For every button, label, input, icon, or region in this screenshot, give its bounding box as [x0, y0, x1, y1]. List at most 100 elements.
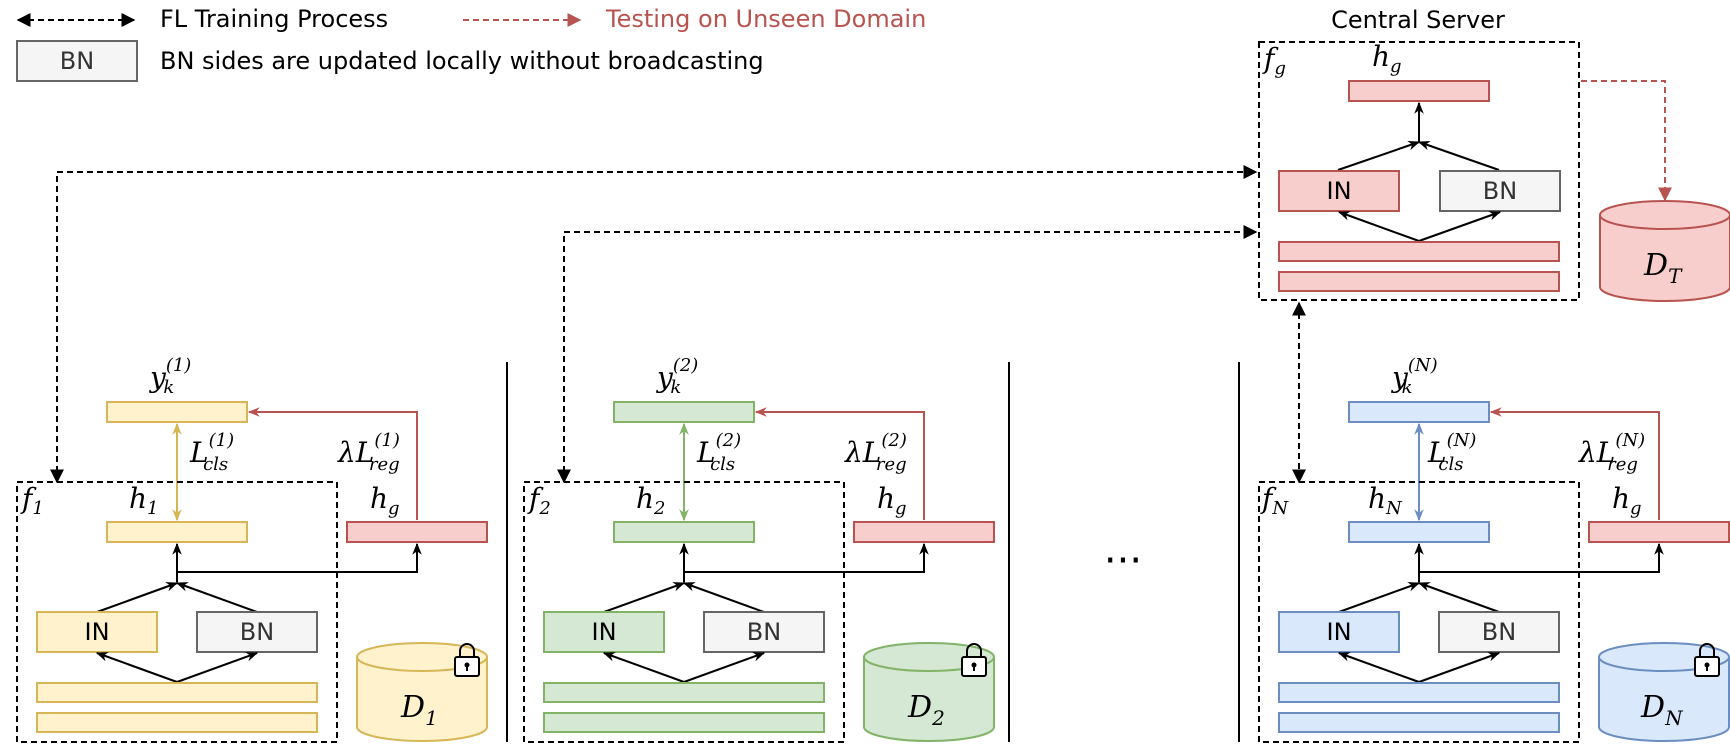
client-1-layer-1	[36, 682, 318, 703]
client-separators: ···	[506, 362, 1240, 742]
client-2-y-label: y(2)k	[655, 355, 698, 398]
client-1: y(1)k L(1)cls λL(1)reg f1 h1 hg IN BN D1	[16, 355, 488, 743]
client-2-in-box	[543, 611, 665, 653]
client-2-reg-label: λL(2)reg	[844, 430, 907, 475]
client-2-cls-label: L(2)cls	[696, 430, 741, 475]
client-n-merge-to-global-head	[1419, 542, 1664, 573]
server-title: Central Server	[1331, 6, 1505, 34]
client-n-layer-1	[1278, 682, 1560, 703]
client-1-dataset: D1	[356, 642, 488, 742]
client-n-model-box	[1258, 481, 1580, 743]
client-n-in-label: IN	[1326, 618, 1351, 646]
client-1-in-to-merge	[96, 582, 179, 613]
client-2-in-label: IN	[591, 618, 616, 646]
server-in-to-merge	[1337, 140, 1421, 171]
client-n-local-head-bar	[1348, 521, 1490, 543]
client-2-prediction-bar	[613, 401, 755, 423]
client-1-reg-label: λL(1)reg	[337, 430, 400, 475]
client-1-global-head-bar	[346, 521, 488, 543]
client-n: y(N)k L(N)cls λL(N)reg fN hN hg IN BN DN	[1258, 355, 1730, 743]
client-n-global-head-label: hg	[1612, 482, 1642, 519]
client-1-cls-label: L(1)cls	[189, 430, 234, 475]
client-n-bn-to-merge	[1417, 582, 1500, 613]
client-2-model-box	[523, 481, 845, 743]
client-2-layer-1	[543, 682, 825, 703]
client-n-bn-label: BN	[1482, 618, 1516, 646]
client-n-reg-label: λL(N)reg	[1578, 430, 1645, 475]
server-layer-1	[1278, 241, 1560, 262]
client-2-split-to-in	[602, 652, 685, 683]
client-1-split-to-in	[95, 652, 178, 683]
client-1-bn-label: BN	[240, 618, 274, 646]
client-2-bn-label: BN	[747, 618, 781, 646]
server-model-label: fg	[1262, 42, 1286, 79]
client-1-local-head-label: h1	[129, 482, 159, 519]
lock-icon	[961, 643, 987, 677]
test-arrow-to-target	[1581, 80, 1672, 202]
client-2-in-to-merge	[603, 582, 686, 613]
lock-icon	[454, 643, 480, 677]
client-n-global-head-bar	[1588, 521, 1730, 543]
client-1-local-head-bar	[106, 521, 248, 543]
legend-bn-box-label: BN	[60, 47, 94, 75]
target-dataset: DT	[1599, 200, 1730, 302]
lock-icon	[1694, 643, 1720, 677]
server-head-label: hg	[1372, 40, 1402, 77]
client-1-dataset-label: D1	[400, 690, 438, 730]
client-2-bn-to-merge	[682, 582, 765, 613]
client-1-y-label: y(1)k	[148, 355, 191, 398]
clients-ellipsis: ···	[1104, 538, 1142, 584]
fl-arrow-client-1	[50, 165, 1258, 484]
client-n-in-to-merge	[1338, 582, 1421, 613]
server-bn-label: BN	[1483, 177, 1517, 205]
central-server: Central Server fg hg IN BN DT	[1258, 6, 1730, 302]
legend-bn-box	[16, 40, 138, 82]
client-n-split-to-bn	[1418, 652, 1501, 683]
client-2-reg-arrow	[754, 407, 925, 520]
legend-test-label: Testing on Unseen Domain	[605, 5, 926, 33]
client-2-split-to-bn	[683, 652, 766, 683]
server-model-box	[1258, 41, 1580, 301]
client-2-global-head-label: hg	[877, 482, 907, 519]
client-2-local-head-label: h2	[636, 482, 666, 519]
client-1-prediction-bar	[106, 401, 248, 423]
client-2-dataset-label: D2	[907, 690, 945, 730]
client-1-in-box	[36, 611, 158, 653]
client-n-split-to-in	[1337, 652, 1420, 683]
client-2-global-head-bar	[853, 521, 995, 543]
client-1-reg-arrow	[247, 407, 418, 520]
client-n-dataset-label: DN	[1640, 690, 1684, 730]
client-1-model-box	[16, 481, 338, 743]
server-head-bar	[1348, 80, 1490, 102]
fl-training-arrows	[50, 165, 1306, 484]
client-1-bn-box	[196, 611, 318, 653]
fl-arrow-client-2	[557, 225, 1258, 484]
server-bn-box	[1439, 170, 1561, 212]
legend-bn-note: BN sides are updated locally without bro…	[160, 47, 764, 75]
client-1-bn-to-merge	[175, 582, 258, 613]
client-1-model-label: f1	[20, 482, 44, 519]
client-2: y(2)k L(2)cls λL(2)reg f2 h2 hg IN BN D2	[523, 355, 995, 743]
client-n-y-label: y(N)k	[1390, 355, 1438, 398]
client-n-model-label: fN	[1260, 482, 1289, 519]
client-1-layer-2	[36, 712, 318, 733]
client-1-split-to-bn	[176, 652, 259, 683]
client-n-in-box	[1278, 611, 1400, 653]
client-n-cls-label: L(N)cls	[1427, 430, 1476, 475]
server-bn-to-merge	[1417, 141, 1500, 171]
client-1-merge-to-global-head	[177, 542, 422, 573]
client-n-layer-2	[1278, 712, 1560, 733]
client-2-model-label: f2	[527, 482, 551, 519]
client-2-local-head-bar	[613, 521, 755, 543]
legend-fl-label: FL Training Process	[160, 5, 388, 33]
client-n-prediction-bar	[1348, 401, 1490, 423]
server-layer-2	[1278, 271, 1560, 292]
client-n-bn-box	[1438, 611, 1560, 653]
client-2-layer-2	[543, 712, 825, 733]
client-n-local-head-label: hN	[1368, 482, 1403, 519]
client-1-global-head-label: hg	[370, 482, 400, 519]
client-2-bn-box	[703, 611, 825, 653]
server-in-label: IN	[1326, 177, 1351, 205]
server-in-box	[1278, 170, 1400, 212]
